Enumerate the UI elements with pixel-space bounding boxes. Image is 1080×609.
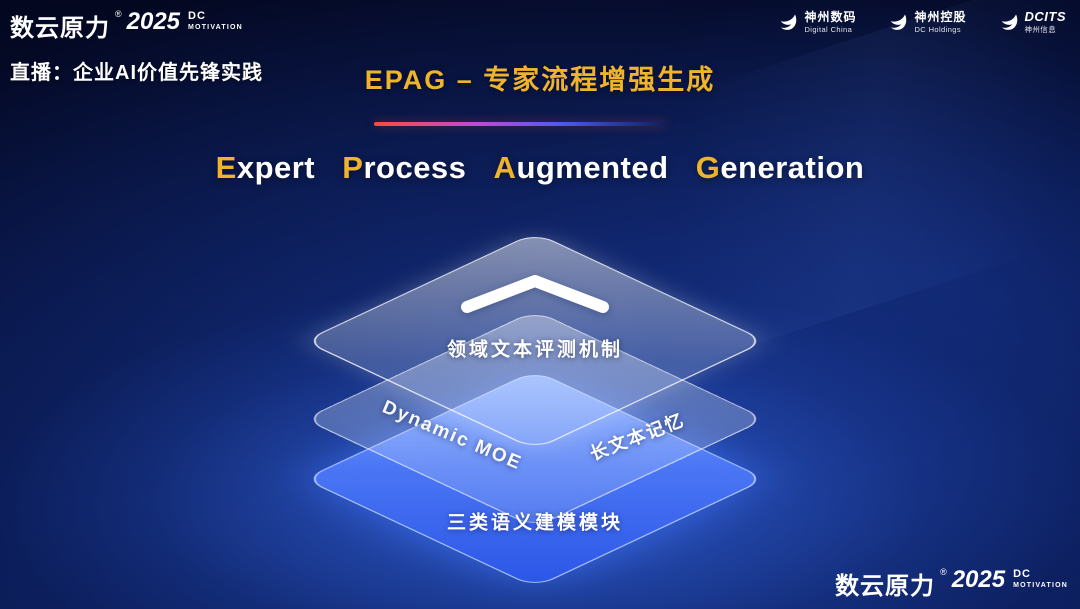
heading-word: Augmented (494, 150, 669, 186)
brand-logo-bottom-right: 数云原力 ® 2025 DC MOTIVATION (835, 566, 1068, 601)
swoosh-icon (1001, 14, 1017, 31)
heading-initial: A (493, 150, 517, 185)
partner-subtitle: 神州信息 (1024, 25, 1057, 35)
heading-word: Expert (216, 150, 316, 186)
chevron-up-icon (461, 275, 609, 313)
main-heading: Expert Process Augmented Generation (0, 150, 1080, 186)
brand-motivation: MOTIVATION (188, 24, 243, 31)
live-stream-label: 直播：企业AI价值先锋实践 (10, 62, 263, 84)
heading-rest: eneration (720, 150, 865, 185)
layer-bottom-label: 三类语义建模模块 (446, 512, 624, 534)
brand-dc: DC (1013, 568, 1031, 580)
heading-rest: xpert (236, 150, 316, 185)
gradient-divider (374, 122, 666, 126)
heading-rest: ugmented (516, 150, 669, 185)
heading-word: Process (342, 150, 466, 186)
partner-name: 神州数码 (804, 9, 857, 24)
brand-dc: DC (188, 10, 206, 22)
swoosh-icon (891, 14, 907, 31)
brand-year: 2025 (126, 8, 181, 35)
brand-logo-top-left: 数云原力 ® 2025 DC MOTIVATION (10, 8, 243, 43)
brand-suffix: DC MOTIVATION (1013, 568, 1068, 590)
brand-year: 2025 (951, 566, 1006, 593)
layer-top-label: 领域文本评测机制 (446, 339, 624, 361)
brand-motivation: MOTIVATION (1013, 582, 1068, 589)
partner-subtitle: Digital China (804, 24, 853, 34)
heading-rest: rocess (363, 150, 467, 185)
registered-mark: ® (940, 567, 947, 577)
swoosh-icon (781, 14, 797, 31)
page-title: EPAG – 专家流程增强生成 (364, 65, 716, 95)
brand-name: 数云原力 (10, 15, 110, 42)
heading-initial: G (695, 150, 721, 185)
partner-logo-dc-holdings: 神州控股 DC Holdings (884, 10, 966, 34)
heading-word: Generation (696, 150, 865, 186)
registered-mark: ® (115, 9, 122, 19)
partner-name: DCITS (1024, 9, 1066, 24)
partner-logo-digital-china: 神州数码 Digital China (774, 10, 856, 34)
heading-initial: E (215, 150, 237, 185)
partner-logos: 神州数码 Digital China 神州控股 DC Holdings DCIT… (774, 9, 1067, 35)
partner-name: 神州控股 (914, 9, 967, 24)
partner-subtitle: DC Holdings (914, 24, 961, 34)
brand-name: 数云原力 (835, 573, 936, 600)
heading-initial: P (342, 150, 364, 185)
brand-suffix: DC MOTIVATION (188, 10, 243, 32)
partner-logo-dcits: DCITS 神州信息 (995, 9, 1067, 35)
